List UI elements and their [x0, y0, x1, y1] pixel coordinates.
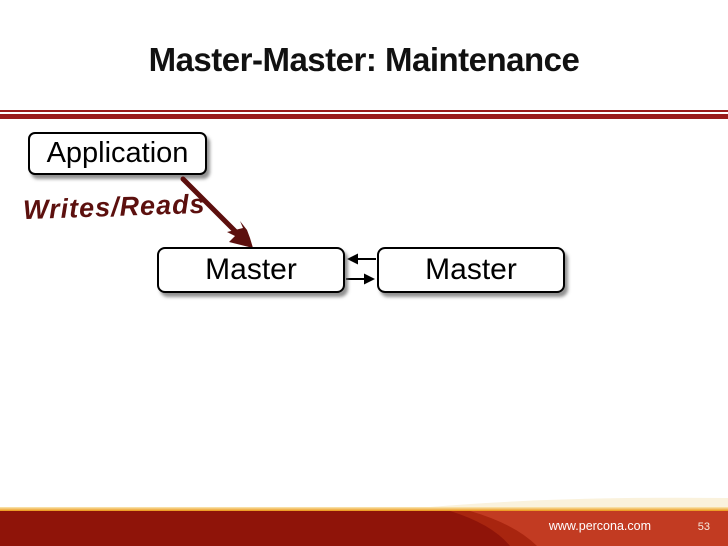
footer-bar	[0, 511, 728, 546]
writes-reads-annotation: Writes/Reads	[22, 188, 207, 226]
footer-url: www.percona.com	[548, 519, 651, 533]
footer-cream-wave	[430, 497, 728, 507]
slide-title: Master-Master: Maintenance	[148, 41, 580, 78]
replication-arrow-left-icon	[347, 253, 376, 265]
title-divider-thin	[0, 110, 728, 112]
master-left-label: Master	[205, 253, 297, 286]
master-node-right: Master	[377, 247, 565, 293]
footer-page-number: 53	[697, 521, 710, 533]
master-right-label: Master	[425, 253, 517, 286]
footer-orange-line	[0, 507, 728, 511]
title-divider-thick	[0, 114, 728, 119]
application-label: Application	[46, 137, 189, 169]
master-node-left: Master	[157, 247, 345, 293]
replication-arrow-right-icon	[346, 273, 375, 285]
application-node: Application	[28, 132, 207, 175]
